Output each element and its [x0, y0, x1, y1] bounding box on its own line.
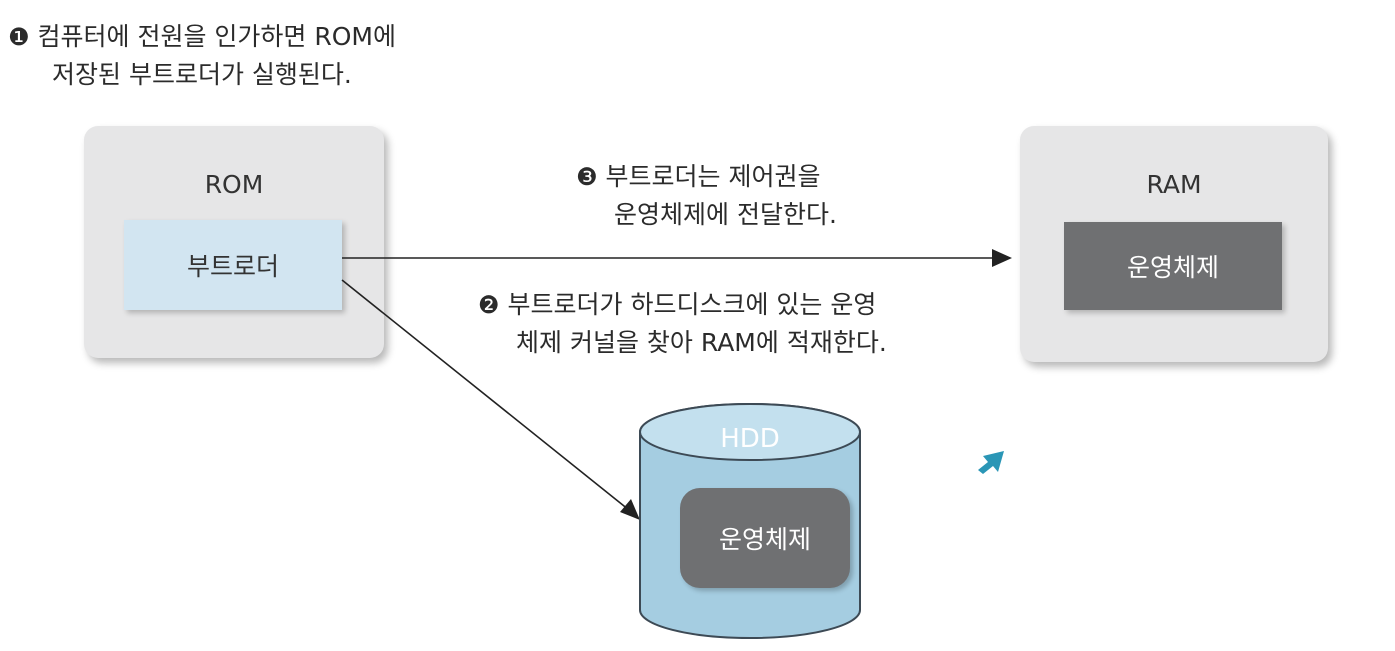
hdd-os-box: 운영체제 — [680, 488, 850, 588]
hdd-os-label: 운영체제 — [718, 525, 811, 554]
bootloader-label: 부트로더 — [186, 252, 279, 281]
bootloader-to-ram-arrow — [342, 249, 1012, 267]
step3-line1: 부트로더는 제어권을 — [605, 162, 821, 191]
rom-title: ROM — [204, 170, 264, 199]
hdd-title: HDD — [720, 424, 780, 454]
bootloader-to-hdd-arrow — [341, 279, 640, 520]
step1-line2: 저장된 부트로더가 실행된다. — [52, 60, 352, 89]
ram-os-label: 운영체제 — [1126, 253, 1219, 282]
step3-line2: 운영체제에 전달한다. — [614, 200, 837, 229]
step1-marker-icon: ❶ — [8, 23, 30, 51]
ram-title: RAM — [1146, 170, 1202, 199]
bootloader-box: 부트로더 — [124, 220, 342, 310]
step2-line2: 체제 커널을 찾아 RAM에 적재한다. — [516, 328, 887, 357]
step2-marker-icon: ❷ — [478, 291, 500, 319]
step2-line1: 부트로더가 하드디스크에 있는 운영 — [507, 290, 877, 319]
step1-line1: 컴퓨터에 전원을 인가하면 ROM에 — [37, 22, 396, 51]
ram-os-box: 운영체제 — [1064, 222, 1282, 310]
ram-panel: RAM 운영체제 — [1020, 126, 1328, 362]
step3-marker-icon: ❸ — [576, 163, 598, 191]
rom-panel: ROM 부트로더 — [84, 126, 384, 358]
teal-diagonal-arrow-icon — [978, 451, 1004, 474]
